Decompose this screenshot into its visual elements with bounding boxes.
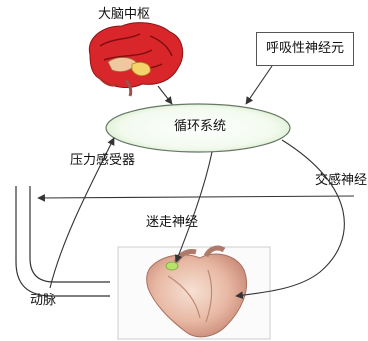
artery-outer-wall — [15, 186, 110, 297]
sympathetic-nerve-label: 交感神经 — [315, 173, 368, 188]
baroreceptor-label: 压力感受器 — [70, 153, 136, 168]
brain-image — [88, 22, 184, 97]
respiratory-neuron-label: 呼吸性神经元 — [265, 41, 344, 56]
brain-label: 大脑中枢 — [98, 7, 151, 22]
artery-label: 动脉 — [30, 293, 57, 308]
artery-inner-wall — [29, 186, 110, 283]
heart-image — [146, 245, 248, 338]
vagus-efferent-arrow — [174, 151, 213, 263]
respiratory-neuron-box: 呼吸性神经元 — [256, 32, 354, 66]
baroreceptor-afferent-arrow — [49, 137, 115, 289]
respiratory-to-circulation-arrow — [245, 65, 273, 105]
circulatory-system-label: 循环系统 — [174, 119, 227, 134]
vagus-nerve-label: 迷走神经 — [146, 215, 199, 230]
sa-node-icon — [165, 261, 179, 271]
circulatory-system-ellipse — [105, 103, 291, 153]
artery-supply-arrow — [37, 194, 355, 202]
sympathetic-efferent-arrow — [235, 139, 345, 300]
brain-to-circulation-arrow — [157, 85, 173, 105]
